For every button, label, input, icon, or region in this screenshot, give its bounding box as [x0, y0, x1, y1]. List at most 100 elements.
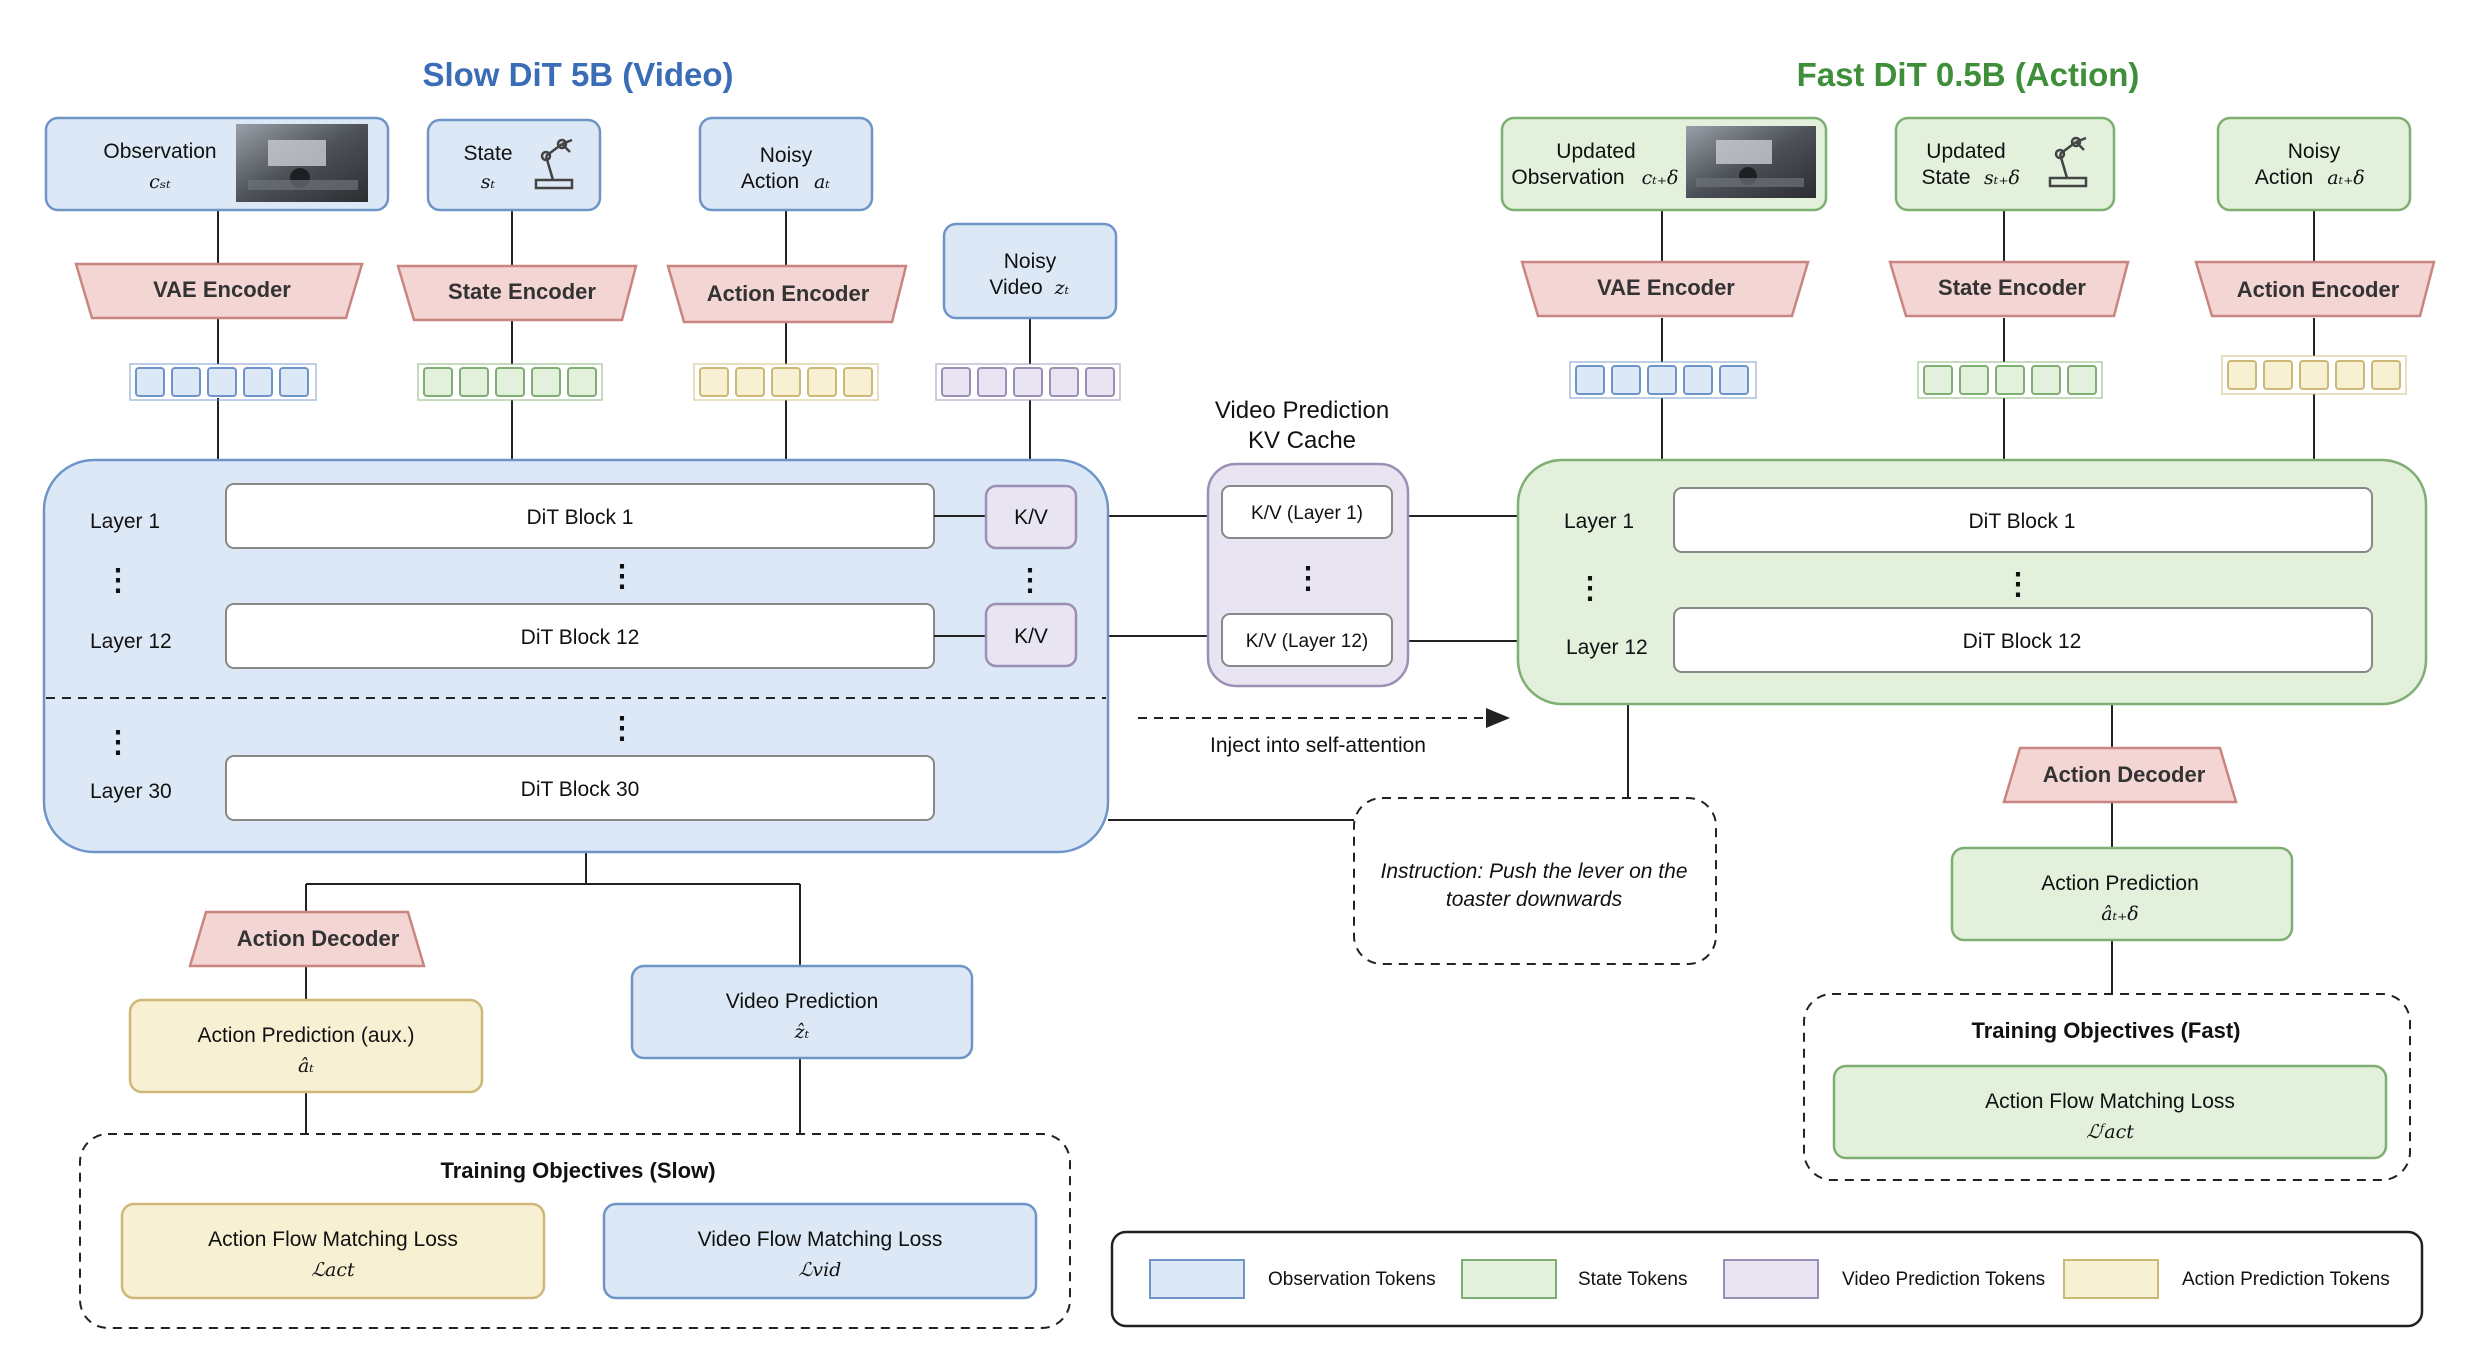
slow-noisy-video-math: zₜ — [1054, 277, 1070, 299]
robot-camera-image — [1686, 126, 1816, 198]
fast-layer1-label: Layer 1 — [1564, 510, 1634, 533]
svg-text:Noisy: Noisy — [2288, 140, 2341, 163]
slow-noisy-action-label1: Noisy — [760, 144, 813, 167]
fast-action-tokens — [2221, 355, 2407, 395]
inject-label: Inject into self-attention — [1210, 734, 1426, 757]
legend-state-label: State Tokens — [1578, 1269, 1688, 1290]
fast-state-tokens — [1917, 361, 2103, 399]
svg-text:Video Prediction: Video Prediction — [726, 990, 879, 1013]
legend-observation-swatch — [1149, 1259, 1245, 1299]
slow-layer1-label: Layer 1 — [90, 510, 160, 533]
slow-action-encoder: Action Encoder — [666, 264, 908, 324]
fast-action-loss — [1832, 1064, 2388, 1160]
kv-cache-layer12 — [1221, 613, 1393, 667]
fast-training-objectives: Training Objectives (Fast) Action Flow M… — [1803, 993, 2411, 1181]
svg-text:Action Prediction (aux.): Action Prediction (aux.) — [197, 1024, 414, 1047]
kv-cache-layer1 — [1221, 485, 1393, 539]
slow-action-prediction: Action Prediction (aux.) âₜ — [128, 998, 484, 1094]
slow-noisy-action-label2: Action — [741, 170, 799, 193]
slow-action-loss — [120, 1202, 546, 1300]
svg-text:Action: Action — [2255, 166, 2313, 189]
slow-noisy-action-math: aₜ — [814, 171, 830, 193]
svg-text:VAE Encoder: VAE Encoder — [153, 277, 291, 302]
legend-action-label: Action Prediction Tokens — [2182, 1269, 2390, 1290]
svg-text:State: State — [1921, 166, 1970, 189]
slow-kv-dots: ⋮ — [1015, 564, 1045, 597]
slow-dit-container: Layer 1 ⋮ Layer 12 ⋮ Layer 30 DiT Block … — [42, 458, 1110, 854]
fast-title: Fast DiT 0.5B (Action) — [1797, 56, 2140, 93]
slow-kv-layer1 — [984, 484, 1078, 550]
svg-text:sₜ₊δ: sₜ₊δ — [1984, 167, 2020, 189]
svg-text:Action Flow Matching Loss: Action Flow Matching Loss — [208, 1228, 458, 1251]
svg-text:State Encoder: State Encoder — [448, 279, 596, 304]
svg-text:âₜ₊δ: âₜ₊δ — [2101, 903, 2138, 925]
svg-text:Action Flow Matching Loss: Action Flow Matching Loss — [1985, 1090, 2235, 1113]
slow-video-loss — [602, 1202, 1038, 1300]
instruction-line-1: Instruction: Push the lever on the — [1380, 860, 1687, 883]
kv-cache: Video Prediction KV Cache K/V (Layer 1) … — [1206, 397, 1410, 688]
slow-dit-block-12-label: DiT Block 12 — [521, 626, 640, 649]
slow-layer-dots-2: ⋮ — [103, 726, 133, 759]
slow-title: Slow DiT 5B (Video) — [422, 56, 733, 93]
fast-connectors — [1627, 210, 2315, 994]
svg-text:Updated: Updated — [1556, 140, 1635, 163]
robot-camera-image — [236, 124, 368, 202]
slow-kv-layer12 — [984, 602, 1078, 668]
svg-text:Video Flow Matching Loss: Video Flow Matching Loss — [698, 1228, 943, 1251]
svg-text:âₜ: âₜ — [298, 1055, 314, 1077]
slow-video-prediction: Video Prediction ẑₜ — [630, 964, 974, 1060]
svg-text:DiT Block 1: DiT Block 1 — [1969, 510, 2076, 533]
svg-text:DiT Block 12: DiT Block 12 — [1963, 630, 2082, 653]
svg-text:ẑₜ: ẑₜ — [794, 1021, 810, 1043]
fast-state-encoder: State Encoder — [1888, 260, 2130, 318]
slow-noisy-video-label1: Noisy — [1004, 250, 1057, 273]
slow-dit-block-1-label: DiT Block 1 — [527, 506, 634, 529]
legend-video-label: Video Prediction Tokens — [1842, 1269, 2045, 1290]
fast-state-input: Updated State sₜ₊δ — [1894, 116, 2116, 212]
kv-cache-title-1: Video Prediction — [1215, 397, 1389, 424]
svg-text:State Encoder: State Encoder — [1938, 275, 2086, 300]
slow-objectives-title: Training Objectives (Slow) — [440, 1158, 715, 1183]
legend-action-swatch — [2063, 1259, 2159, 1299]
fast-layer12-label: Layer 12 — [1566, 636, 1648, 659]
slow-observation-label: Observation — [103, 140, 216, 163]
inject-arrow: Inject into self-attention — [1138, 708, 1510, 757]
fast-action-decoder: Action Decoder — [2002, 746, 2238, 804]
svg-text:K/V (Layer 1): K/V (Layer 1) — [1251, 503, 1363, 524]
slow-state-input: State sₜ — [426, 118, 602, 212]
slow-block-dots-1: ⋮ — [607, 560, 637, 593]
slow-action-tokens — [693, 363, 879, 401]
fast-dit-container: Layer 1 ⋮ Layer 12 DiT Block 1 ⋮ DiT Blo… — [1516, 458, 2428, 706]
slow-observation-input: Observation cₛₜ — [44, 116, 390, 212]
fast-vae-encoder: VAE Encoder — [1520, 260, 1810, 318]
legend-video-swatch — [1723, 1259, 1819, 1299]
fast-noisy-action-input: Noisy Action aₜ₊δ — [2216, 116, 2412, 212]
legend-state-swatch — [1461, 1259, 1557, 1299]
slow-video-tokens — [935, 363, 1121, 401]
svg-text:K/V: K/V — [1014, 625, 1048, 648]
slow-layer30-label: Layer 30 — [90, 780, 172, 803]
robot-arm-icon — [534, 138, 574, 190]
slow-noisy-video-label2: Video — [989, 276, 1042, 299]
svg-text:Action Encoder: Action Encoder — [2237, 277, 2400, 302]
svg-text:Observation: Observation — [1511, 166, 1624, 189]
legend-observation-label: Observation Tokens — [1268, 1269, 1436, 1290]
svg-text:cₜ₊δ: cₜ₊δ — [1642, 167, 1679, 189]
slow-dit-block-30 — [225, 755, 935, 821]
robot-arm-icon — [2048, 136, 2088, 188]
svg-text:Action Encoder: Action Encoder — [707, 281, 870, 306]
slow-dit-block-30-label: DiT Block 30 — [521, 778, 640, 801]
slow-action-decoder: Action Decoder — [188, 910, 426, 968]
svg-text:aₜ₊δ: aₜ₊δ — [2327, 167, 2364, 189]
svg-text:VAE Encoder: VAE Encoder — [1597, 275, 1735, 300]
slow-layer-dots-1: ⋮ — [103, 564, 133, 597]
fast-layer-dots: ⋮ — [1575, 572, 1605, 605]
slow-layer12-label: Layer 12 — [90, 630, 172, 653]
svg-text:Updated: Updated — [1926, 140, 2005, 163]
kv-cache-dots: ⋮ — [1293, 562, 1323, 595]
fast-dit-block-12 — [1673, 607, 2373, 673]
slow-noisy-action-input: Noisy Action aₜ — [698, 116, 874, 212]
slow-state-tokens — [417, 363, 603, 401]
slow-block-dots-2: ⋮ — [607, 712, 637, 745]
